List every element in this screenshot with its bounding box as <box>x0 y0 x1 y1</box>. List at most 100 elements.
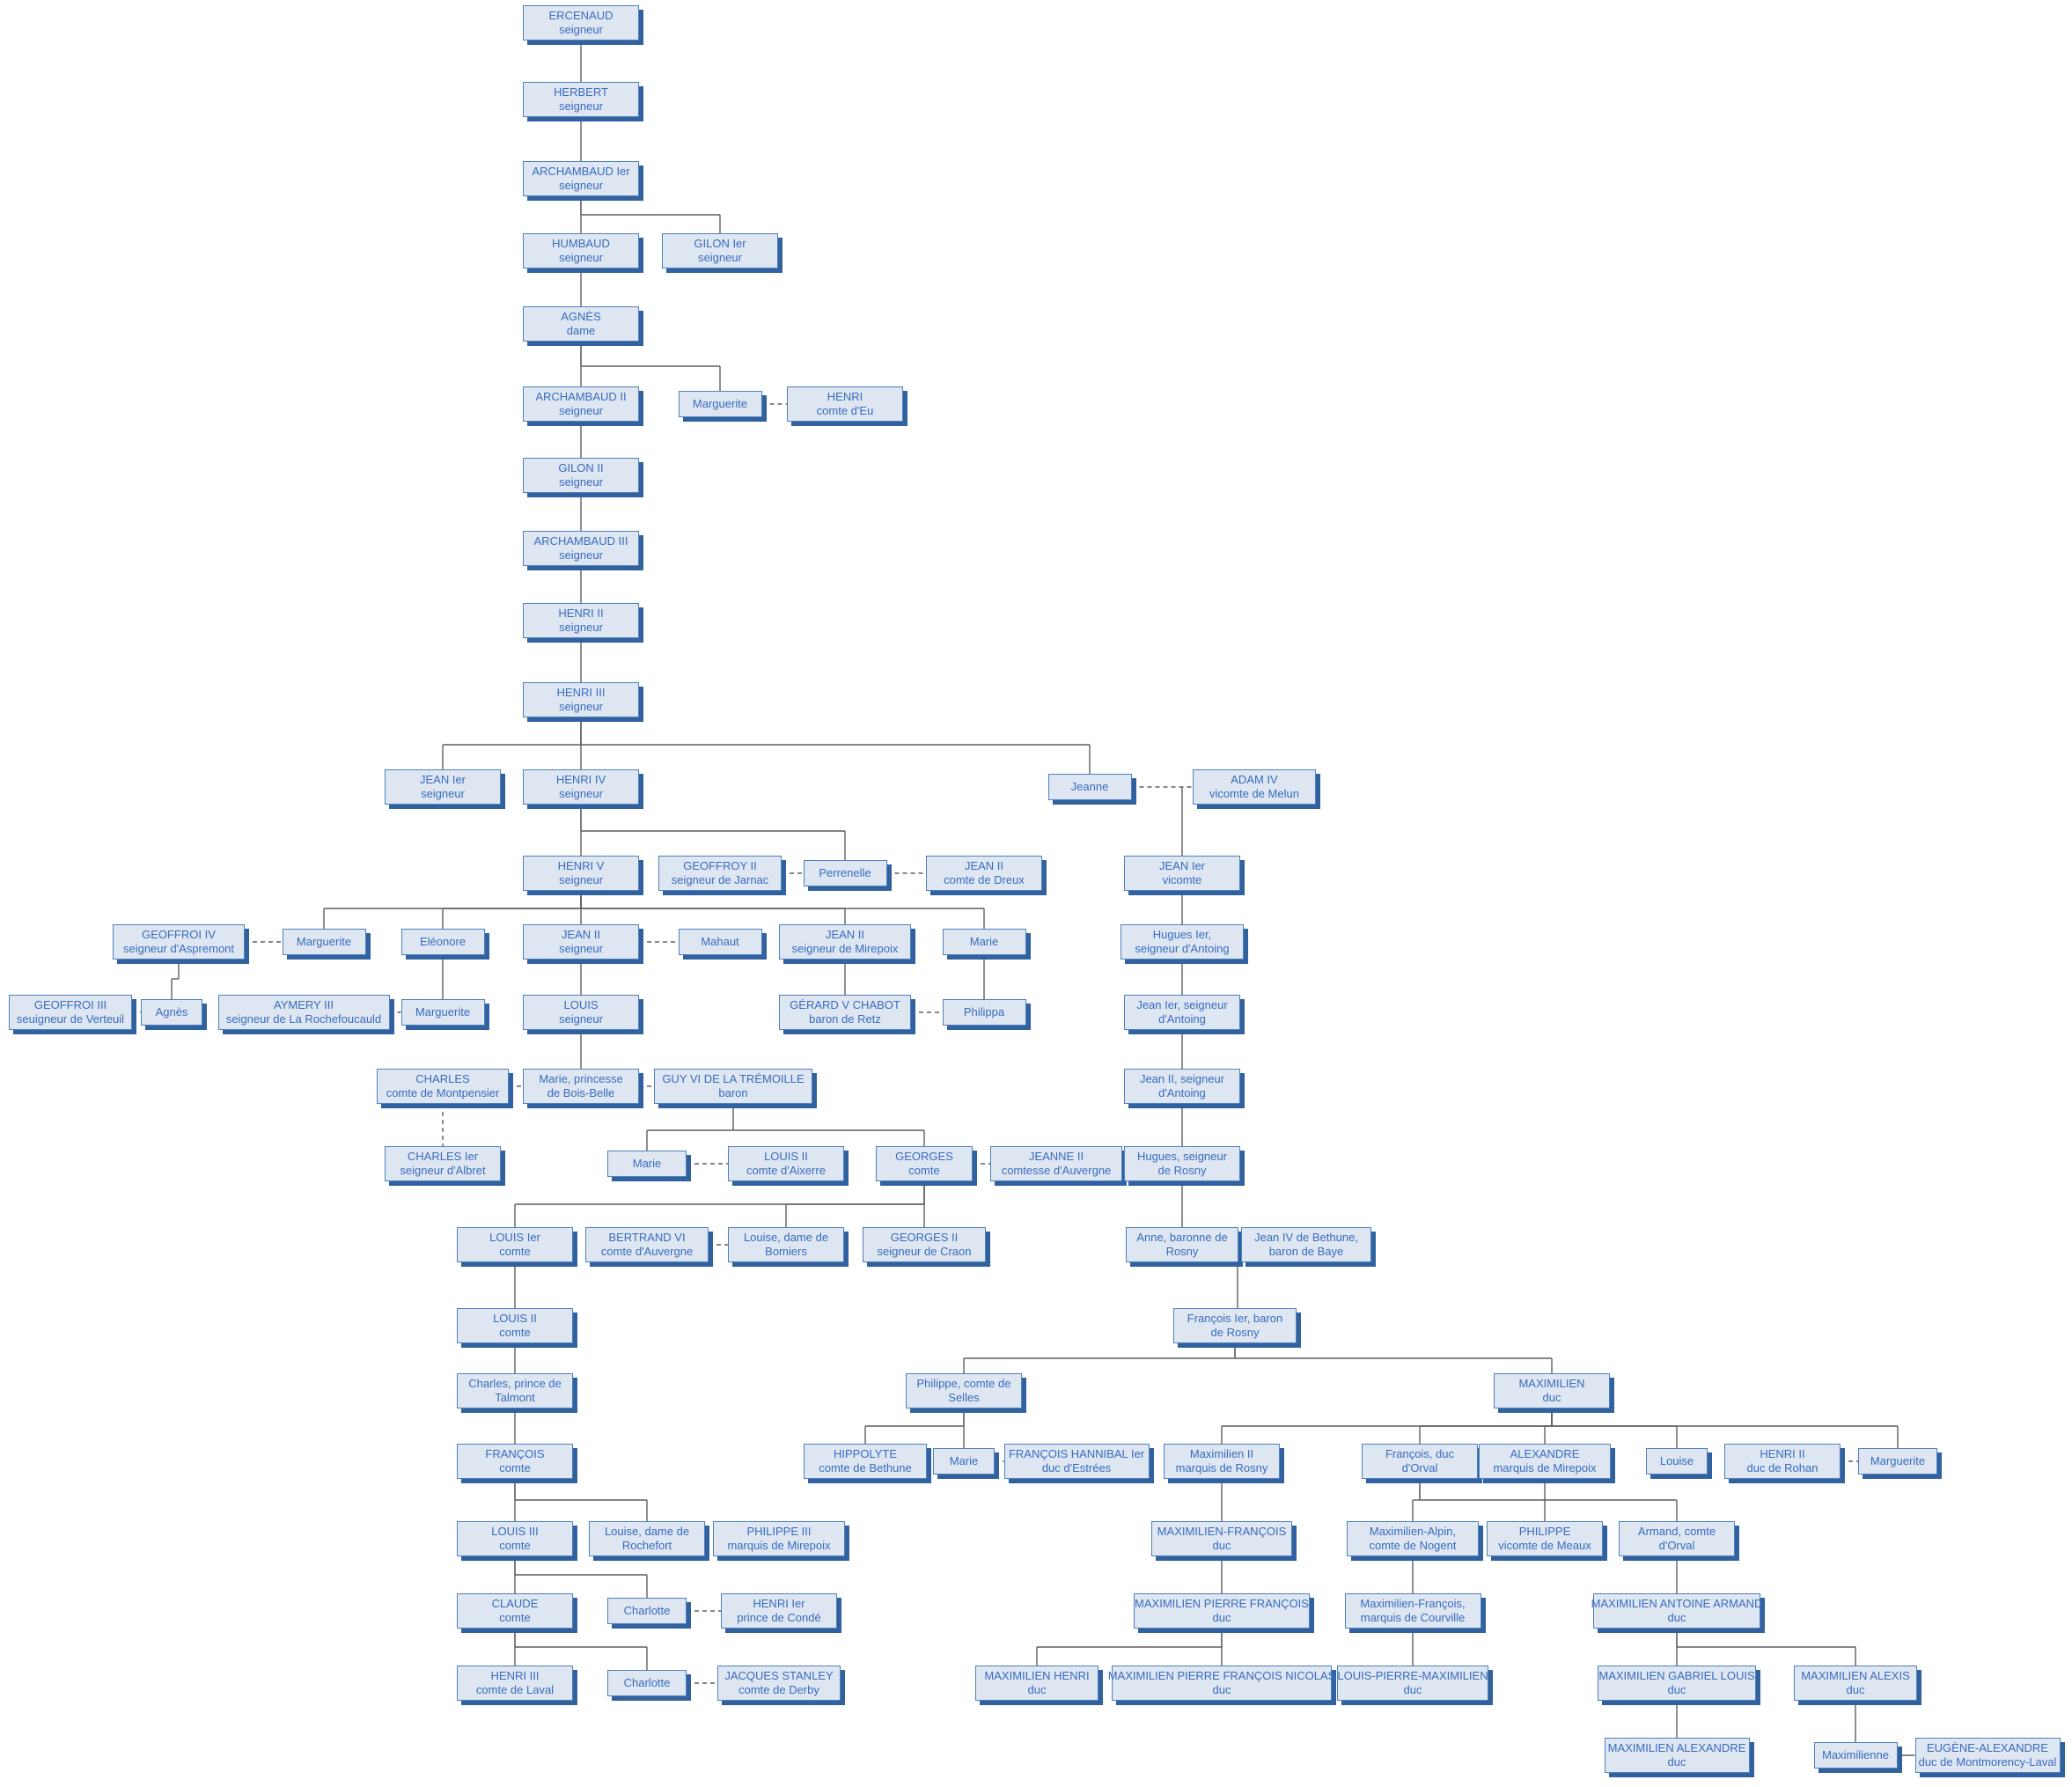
person-name: JEAN II <box>964 859 1004 872</box>
person-name: PHILIPPE III <box>746 1525 812 1538</box>
person-hugues1_antoing[interactable]: Hugues Ier,seigneur d'Antoing <box>1120 924 1244 960</box>
person-philippa[interactable]: Philippa <box>942 999 1026 1026</box>
person-title: duc <box>1403 1683 1422 1696</box>
person-mf_courville[interactable]: Maximilien-François,marquis de Courville <box>1344 1593 1481 1629</box>
person-jeanne[interactable]: Jeanne <box>1047 774 1132 800</box>
person-name: Marie <box>632 1157 662 1170</box>
person-marie_lt[interactable]: Marie <box>607 1151 687 1177</box>
person-marie_selles[interactable]: Marie <box>933 1448 995 1474</box>
person-agnes2[interactable]: Agnès <box>141 999 202 1026</box>
person-jean4_bethune[interactable]: Jean IV de Bethune,baron de Baye <box>1241 1227 1371 1262</box>
person-charlotte_derby[interactable]: Charlotte <box>607 1670 687 1696</box>
person-marie_h5[interactable]: Marie <box>942 929 1026 955</box>
person-marguerite_eu[interactable]: Marguerite <box>678 391 762 417</box>
person-marguerite_larochefoucauld[interactable]: Marguerite <box>400 999 485 1026</box>
person-eleonore[interactable]: Eléonore <box>400 929 485 955</box>
person-charlotte_conde[interactable]: Charlotte <box>607 1598 687 1624</box>
person-perrenelle[interactable]: Perrenelle <box>803 860 887 886</box>
person-louise_bethune[interactable]: Louise <box>1646 1448 1708 1474</box>
person-marguerite_bethune[interactable]: Marguerite <box>1858 1448 1937 1474</box>
person-name: LOUIS Ier <box>489 1231 540 1244</box>
person-title: de Rosny <box>1157 1164 1207 1177</box>
person-maximilienne[interactable]: Maximilienne <box>1813 1742 1898 1769</box>
person-title: seigneur d'Aspremont <box>122 942 235 955</box>
person-marguerite_aspremont[interactable]: Marguerite <box>282 929 366 955</box>
person-maximilien_alpin[interactable]: Maximilien-Alpin,comte de Nogent <box>1347 1521 1479 1556</box>
person-mahaut[interactable]: Mahaut <box>678 929 762 955</box>
